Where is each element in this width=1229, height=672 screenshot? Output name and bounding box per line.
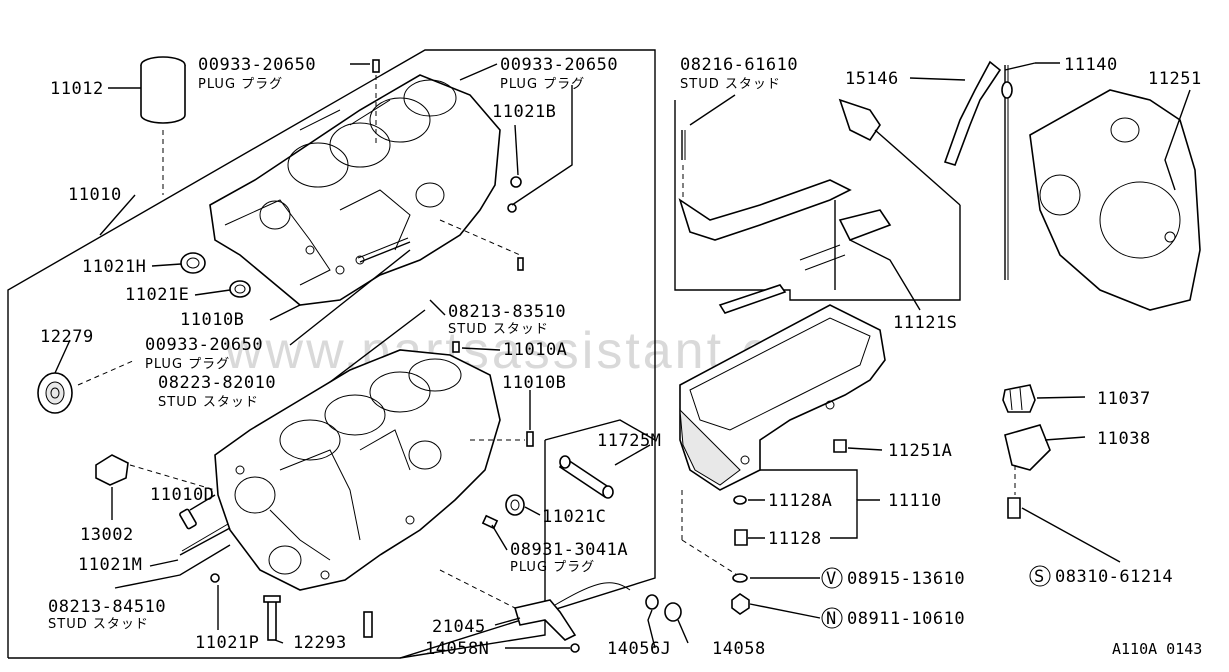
label-08310: 08310-61214	[1055, 567, 1173, 587]
label-11010B-left: 11010B	[180, 310, 244, 330]
label-08213-84510-sub: STUD スタッド	[48, 617, 149, 632]
oil-pan-group	[674, 98, 961, 615]
label-08310-prefix: S	[1034, 567, 1045, 587]
part-labels: 11012 11010 00933-20650 PLUG プラグ 00933-2…	[40, 55, 1202, 659]
label-08213-83510: 08213-83510	[448, 302, 566, 322]
label-00933-mid: 00933-20650	[145, 335, 263, 355]
diagram-code: A110A 0143	[1112, 640, 1202, 658]
label-11251A: 11251A	[888, 441, 952, 461]
small-plug-top	[372, 59, 524, 271]
label-00933-b-sub: PLUG プラグ	[500, 77, 585, 92]
rear-plate-11251	[1029, 89, 1201, 311]
label-14058: 14058	[712, 639, 766, 659]
prefix-circle-v	[821, 567, 843, 589]
pipe-11725M-group	[399, 419, 656, 659]
label-08213-84510: 08213-84510	[48, 597, 166, 617]
label-14056J: 14056J	[607, 639, 671, 659]
label-00933-a-sub: PLUG プラグ	[198, 77, 283, 92]
gear-11037	[1002, 384, 1036, 413]
dowel-11010D	[179, 508, 197, 530]
label-11140: 11140	[1064, 55, 1118, 75]
label-08216: 08216-61610	[680, 55, 798, 75]
label-11010B-right: 11010B	[502, 373, 566, 393]
prefix-circle-n	[821, 607, 843, 629]
label-08216-sub: STUD スタッド	[680, 77, 781, 92]
label-11037: 11037	[1097, 389, 1151, 409]
label-11725M: 11725M	[597, 431, 661, 451]
label-11021C: 11021C	[542, 507, 606, 527]
label-11021M: 11021M	[78, 555, 142, 575]
label-08223: 08223-82010	[158, 373, 276, 393]
seal-11021C	[505, 494, 525, 516]
label-11110: 11110	[888, 491, 942, 511]
dowel-11010A	[452, 341, 534, 447]
seal-11021H	[180, 252, 206, 274]
plug-13002	[95, 454, 216, 491]
stud-08223-82010	[357, 237, 411, 263]
label-12279: 12279	[40, 327, 94, 347]
label-08223-sub: STUD スタッド	[158, 395, 259, 410]
cylinder-liner-part	[140, 56, 186, 195]
label-08915-prefix: V	[826, 569, 837, 589]
label-11128: 11128	[768, 529, 822, 549]
label-08213-83510-sub: STUD スタッド	[448, 322, 549, 337]
label-00933-mid-sub: PLUG プラグ	[145, 357, 230, 372]
label-21045: 21045	[432, 617, 486, 637]
label-11010A: 11010A	[503, 340, 567, 360]
label-08931-sub: PLUG プラグ	[510, 560, 595, 575]
label-11251: 11251	[1148, 69, 1202, 89]
label-00933-b: 00933-20650	[500, 55, 618, 75]
label-15146: 15146	[845, 69, 899, 89]
label-11121S: 11121S	[893, 313, 957, 333]
stud-08213-84510	[179, 523, 231, 556]
label-00933-a: 00933-20650	[198, 55, 316, 75]
dipstick-group	[943, 60, 1013, 280]
label-12293: 12293	[293, 633, 347, 653]
prefix-circle-s	[1029, 565, 1051, 587]
bracket-11038	[1004, 424, 1051, 519]
lower-block-part	[214, 349, 501, 591]
plug-08931	[481, 514, 499, 530]
label-11012: 11012	[50, 79, 104, 99]
label-11010: 11010	[68, 185, 122, 205]
label-11021P: 11021P	[195, 633, 259, 653]
label-08911: 08911-10610	[847, 609, 965, 629]
label-13002: 13002	[80, 525, 134, 545]
label-08915: 08915-13610	[847, 569, 965, 589]
label-08931: 08931-3041A	[510, 540, 628, 560]
bolt-11021P	[210, 573, 373, 641]
upper-block-part	[209, 74, 501, 306]
label-14058N: 14058N	[425, 639, 489, 659]
label-08911-prefix: N	[826, 609, 837, 629]
label-11038: 11038	[1097, 429, 1151, 449]
label-11021B: 11021B	[492, 102, 556, 122]
leader-lines	[54, 62, 1191, 649]
label-11021H: 11021H	[82, 257, 146, 277]
label-11021E: 11021E	[125, 285, 189, 305]
label-11010D: 11010D	[150, 485, 214, 505]
water-pipe-21045	[439, 569, 682, 653]
oil-seal-12279	[37, 359, 136, 414]
label-11128A: 11128A	[768, 491, 832, 511]
seal-11021E	[229, 280, 251, 298]
